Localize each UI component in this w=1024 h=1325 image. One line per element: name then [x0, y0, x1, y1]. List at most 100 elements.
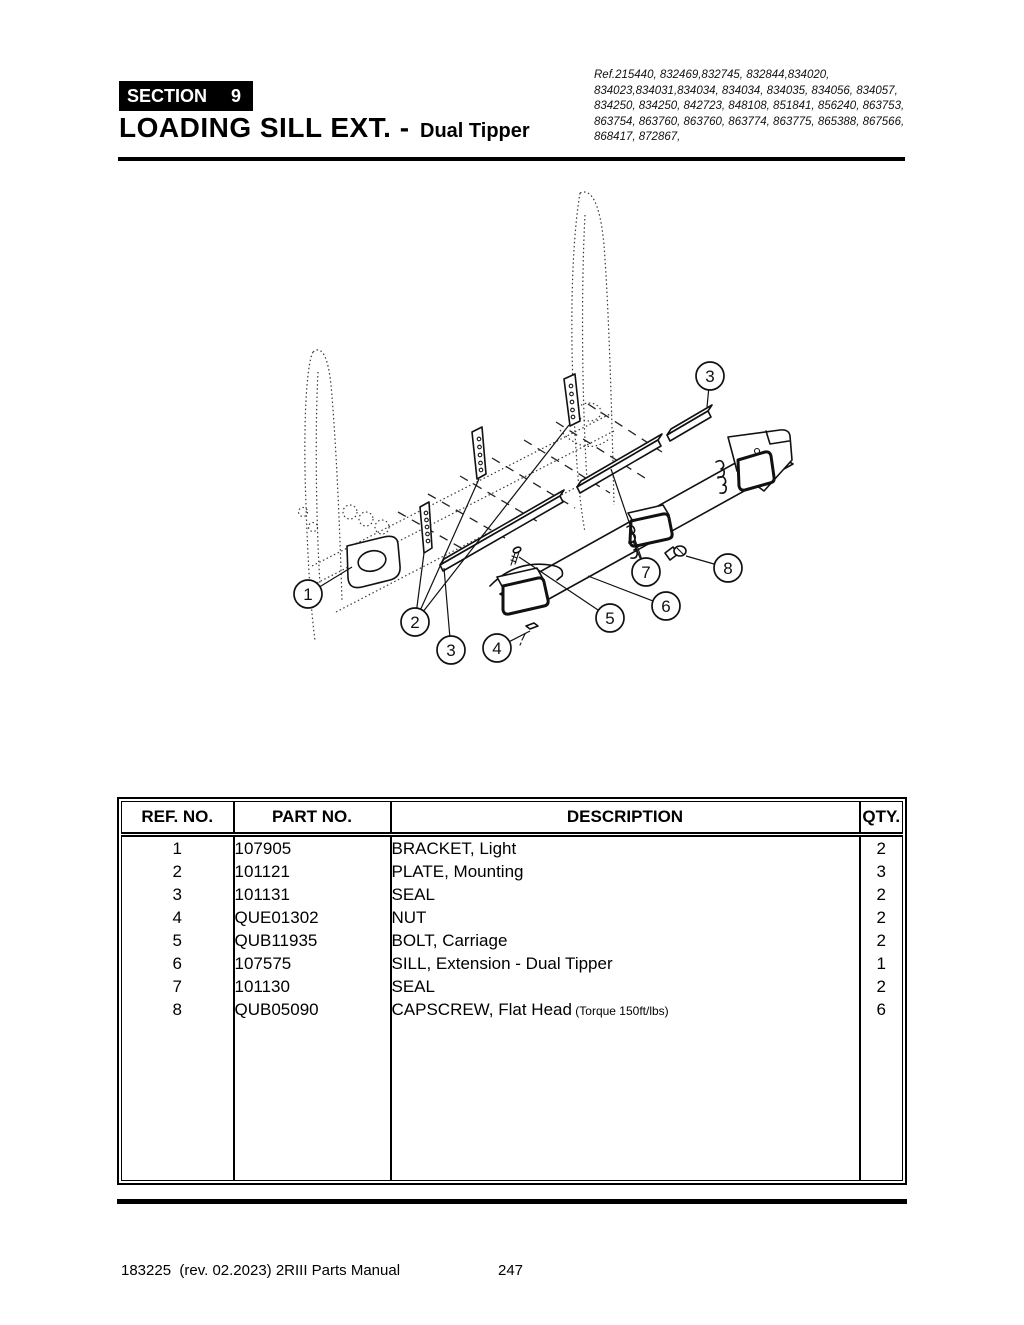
cell-qty: 2 — [858, 975, 903, 998]
part-mounting-plates — [419, 373, 581, 554]
part-end-bracket — [727, 429, 793, 492]
callout-label: 6 — [661, 597, 670, 616]
ref-line: 863754, 863760, 863760, 863774, 863775, … — [594, 115, 905, 128]
table-filler-row — [122, 1021, 903, 1181]
title-rule — [118, 157, 905, 161]
ref-line: Ref.215440, 832469,832745, 832844,834020… — [594, 69, 830, 81]
diagram-parts — [346, 373, 794, 646]
bottom-rule — [117, 1199, 907, 1204]
cell-description: CAPSCREW, Flat Head (Torque 150ft/lbs) — [389, 998, 860, 1021]
callout-circle-5 — [595, 603, 625, 633]
callout-circle-7 — [631, 557, 661, 587]
part-capscrew — [664, 545, 687, 561]
callout-circle-8 — [713, 553, 743, 583]
leader-line — [610, 468, 647, 573]
cell-description: BRACKET, Light — [389, 834, 860, 860]
cell-ref-no: 2 — [172, 861, 182, 881]
part-light-left — [489, 563, 564, 616]
cell-ref-no: 6 — [172, 953, 182, 973]
callout-circle-2 — [400, 607, 430, 637]
leader-line — [414, 424, 570, 623]
title-main: LOADING SILL EXT. - — [119, 112, 410, 143]
callout-label: 4 — [492, 639, 501, 658]
callout-circle-3 — [695, 361, 725, 391]
callout-label: 7 — [641, 563, 650, 582]
callout-label: 5 — [605, 609, 614, 628]
column-header-3: QTY. — [858, 801, 903, 837]
callout-label: 2 — [410, 613, 419, 632]
column-header-2: DESCRIPTION — [389, 801, 860, 837]
callout-circle-3 — [436, 635, 466, 665]
ref-line: 834023,834031,834034, 834034, 834035, 83… — [594, 84, 898, 97]
cell-description: PLATE, Mounting — [389, 860, 860, 883]
cell-part-no: QUB05090 — [232, 998, 391, 1021]
cell-ref-no: 4 — [172, 907, 182, 927]
projection-lines — [397, 403, 663, 554]
cell-part-no: QUE01302 — [232, 906, 391, 929]
column-header-0: REF. NO. — [121, 801, 234, 837]
torque-note: (Torque 150ft/lbs) — [571, 1003, 669, 1018]
ref-line: 868417, 872867, — [594, 131, 681, 144]
cell-ref-no: 5 — [172, 930, 182, 950]
callout-label: 3 — [705, 367, 714, 386]
part-nut — [519, 622, 539, 646]
cell-part-no: 107575 — [232, 952, 391, 975]
ref-line: 834250, 834250, 842723, 848108, 851841, … — [594, 100, 905, 113]
title-sub: Dual Tipper — [420, 120, 530, 142]
section-badge: SECTION 9 — [119, 81, 254, 111]
callout-circle-6 — [651, 591, 681, 621]
cell-description: SEAL — [389, 883, 860, 906]
section-number: 9 — [231, 85, 242, 106]
cell-part-no: 101121 — [232, 860, 391, 883]
cell-ref-no: 3 — [172, 884, 182, 904]
cell-description: SILL, Extension - Dual Tipper — [389, 952, 860, 975]
cell-qty: 3 — [858, 860, 903, 883]
column-header-1: PART NO. — [232, 801, 391, 837]
page-title: LOADING SILL EXT. - Dual Tipper — [119, 112, 530, 144]
cell-description: BOLT, Carriage — [389, 929, 860, 952]
cell-description: SEAL — [389, 975, 860, 998]
section-label: SECTION — [127, 85, 208, 106]
doc-reference: 183225 (rev. 02.2023) 2RIII Parts Manual — [121, 1262, 401, 1279]
part-bracket-light — [346, 535, 401, 589]
callout-circle-1 — [293, 579, 323, 609]
part-light-middle — [627, 504, 674, 548]
leader-line — [518, 556, 611, 619]
callout-label: 3 — [446, 641, 455, 660]
cell-qty: 6 — [858, 998, 903, 1021]
cell-qty: 2 — [858, 883, 903, 906]
callout-label: 1 — [303, 585, 312, 604]
cell-part-no: 101131 — [232, 883, 391, 906]
cell-description: NUT — [389, 906, 860, 929]
cell-part-no: QUB11935 — [232, 929, 391, 952]
part-seal-clips — [626, 459, 727, 559]
callout-circle-4 — [482, 633, 512, 663]
leader-line — [414, 478, 480, 623]
cell-ref-no: 8 — [172, 999, 182, 1019]
cell-part-no: 101130 — [232, 975, 391, 998]
part-carriage-bolt — [510, 546, 522, 566]
ref-numbers: Ref.215440, 832469,832745, 832844,834020… — [594, 68, 912, 146]
cell-qty: 2 — [858, 834, 903, 860]
cell-part-no: 107905 — [232, 834, 391, 860]
cell-qty: 1 — [858, 952, 903, 975]
cell-ref-no: 7 — [172, 976, 182, 996]
part-seal-rail — [439, 404, 713, 572]
page-number: 247 — [498, 1262, 524, 1279]
cell-qty: 2 — [858, 906, 903, 929]
cell-ref-no: 1 — [172, 838, 182, 858]
cell-qty: 2 — [858, 929, 903, 952]
